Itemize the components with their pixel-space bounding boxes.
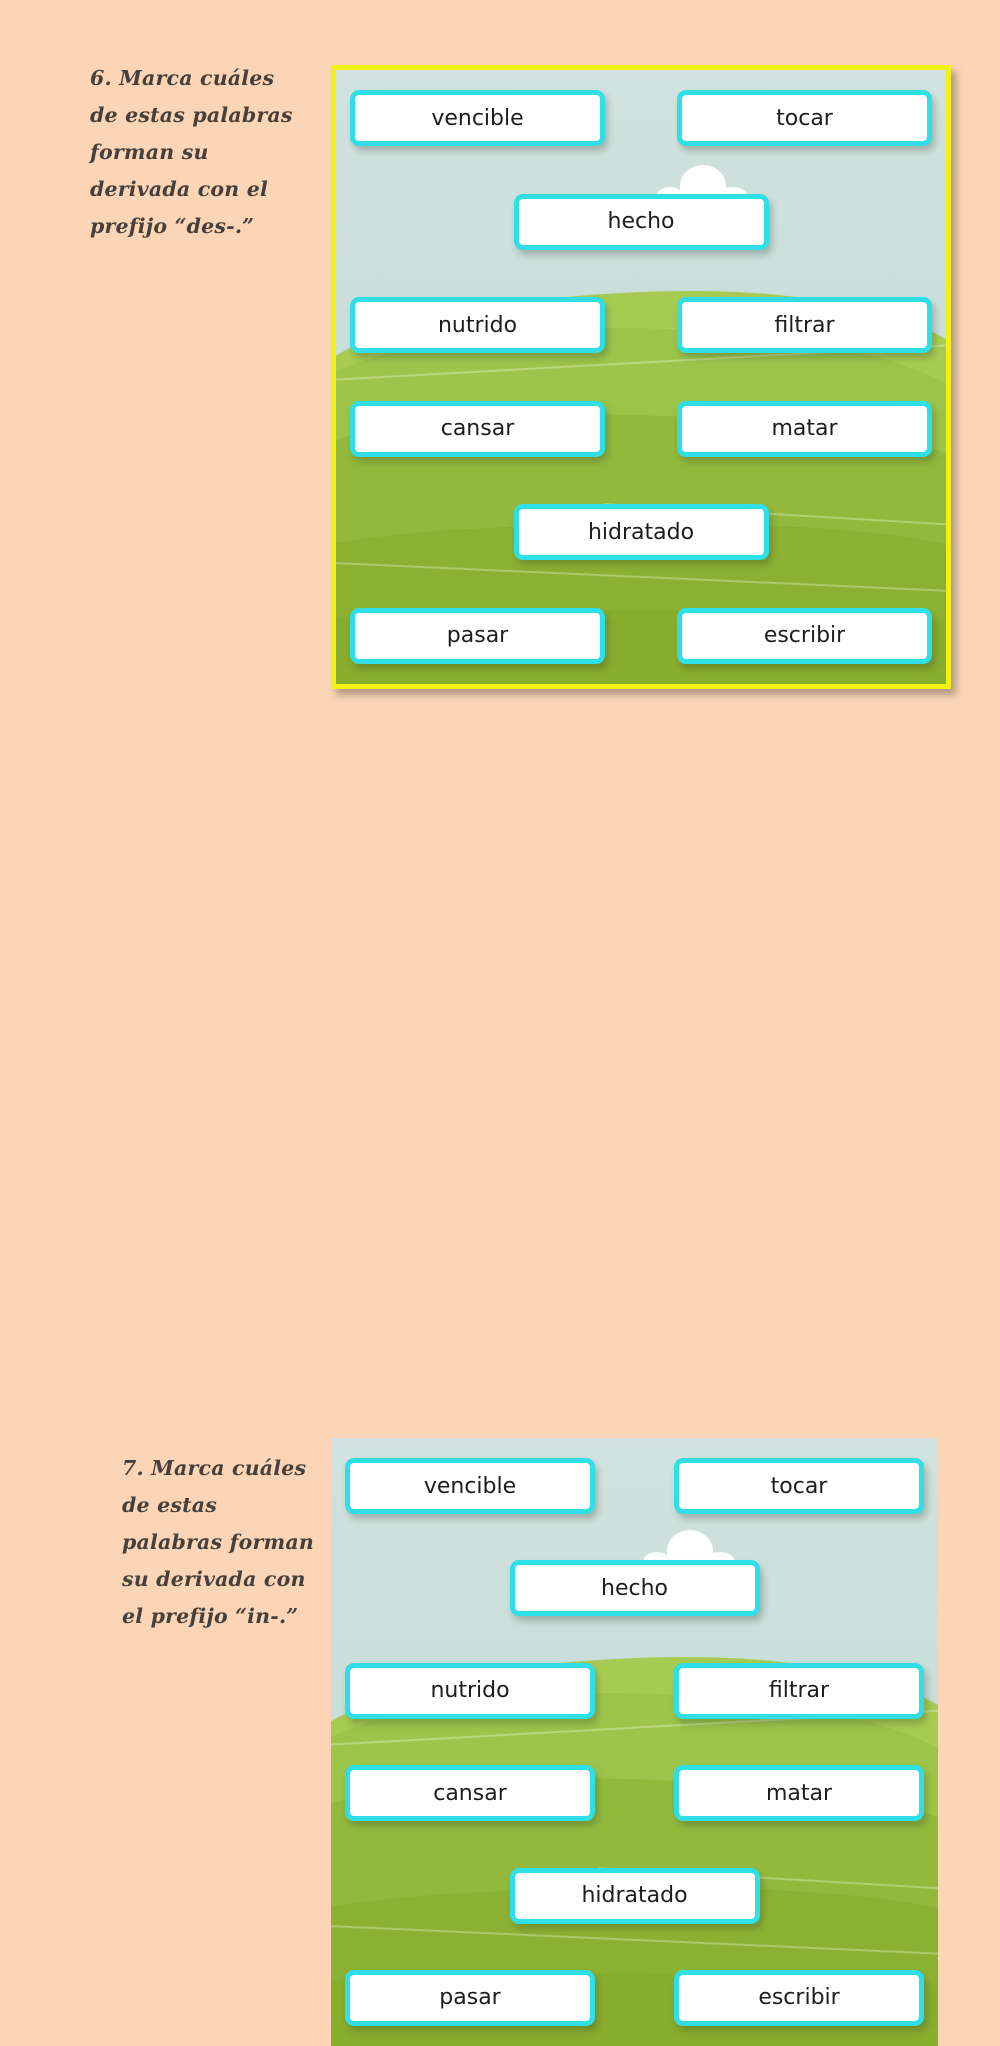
card-row: pasar escribir bbox=[350, 607, 932, 664]
word-card-nutrido[interactable]: nutrido bbox=[345, 1662, 595, 1719]
card-row: pasar escribir bbox=[345, 1969, 924, 2026]
card-row: hecho bbox=[345, 1560, 924, 1617]
card-row: cansar matar bbox=[345, 1765, 924, 1822]
exercise-6-prompt: 6. Marca cuáles de estas palabras forman… bbox=[90, 60, 315, 245]
card-row: nutrido filtrar bbox=[350, 297, 932, 354]
word-card-hidratado[interactable]: hidratado bbox=[513, 504, 769, 561]
word-card-tocar[interactable]: tocar bbox=[674, 1458, 924, 1514]
word-card-vencible[interactable]: vencible bbox=[350, 90, 605, 146]
word-card-hidratado[interactable]: hidratado bbox=[509, 1867, 760, 1924]
card-row: nutrido filtrar bbox=[345, 1662, 924, 1719]
card-row: cansar matar bbox=[350, 400, 932, 457]
word-card-grid: vencible tocar hecho nutrido filtrar can… bbox=[336, 70, 946, 684]
word-card-pasar[interactable]: pasar bbox=[350, 607, 605, 664]
card-row: hidratado bbox=[350, 504, 932, 561]
card-row: vencible tocar bbox=[345, 1458, 924, 1514]
prompt-line: de estas bbox=[122, 1493, 217, 1517]
word-card-pasar[interactable]: pasar bbox=[345, 1969, 595, 2026]
word-card-matar[interactable]: matar bbox=[677, 400, 932, 457]
card-row: hidratado bbox=[345, 1867, 924, 1924]
word-card-escribir[interactable]: escribir bbox=[674, 1969, 924, 2026]
word-card-escribir[interactable]: escribir bbox=[677, 607, 932, 664]
panel-plain-border: vencible tocar hecho nutrido filtrar can… bbox=[331, 1438, 938, 2046]
word-card-cansar[interactable]: cansar bbox=[350, 400, 605, 457]
word-card-nutrido[interactable]: nutrido bbox=[350, 297, 605, 354]
prompt-line: derivada con el bbox=[90, 177, 268, 201]
exercise-7-activity-panel: vencible tocar hecho nutrido filtrar can… bbox=[331, 1438, 938, 2046]
word-card-hecho[interactable]: hecho bbox=[509, 1560, 760, 1617]
prompt-line: palabras forman bbox=[122, 1530, 314, 1554]
word-card-hecho[interactable]: hecho bbox=[513, 193, 769, 250]
word-card-filtrar[interactable]: filtrar bbox=[674, 1662, 924, 1719]
word-card-tocar[interactable]: tocar bbox=[677, 90, 932, 146]
word-card-vencible[interactable]: vencible bbox=[345, 1458, 595, 1514]
card-row: vencible tocar bbox=[350, 90, 932, 146]
prompt-line: el prefijo “in-.” bbox=[122, 1604, 299, 1628]
prompt-line: de estas palabras bbox=[90, 103, 293, 127]
prompt-line: 6. Marca cuáles bbox=[90, 66, 275, 90]
exercise-7: 7. Marca cuáles de estas palabras forman… bbox=[0, 700, 1000, 2046]
exercise-6-activity-panel: vencible tocar hecho nutrido filtrar can… bbox=[331, 65, 951, 689]
word-card-matar[interactable]: matar bbox=[674, 1765, 924, 1822]
panel-yellow-border: vencible tocar hecho nutrido filtrar can… bbox=[331, 65, 951, 689]
exercise-7-prompt: 7. Marca cuáles de estas palabras forman… bbox=[122, 1450, 327, 1635]
exercise-6: 6. Marca cuáles de estas palabras forman… bbox=[0, 0, 1000, 700]
prompt-line: forman su bbox=[90, 140, 209, 164]
word-card-cansar[interactable]: cansar bbox=[345, 1765, 595, 1822]
prompt-line: prefijo “des-.” bbox=[90, 214, 255, 238]
word-card-grid: vencible tocar hecho nutrido filtrar can… bbox=[331, 1438, 938, 2046]
prompt-line: 7. Marca cuáles bbox=[122, 1456, 307, 1480]
card-row: hecho bbox=[350, 193, 932, 250]
word-card-filtrar[interactable]: filtrar bbox=[677, 297, 932, 354]
prompt-line: su derivada con bbox=[122, 1567, 306, 1591]
